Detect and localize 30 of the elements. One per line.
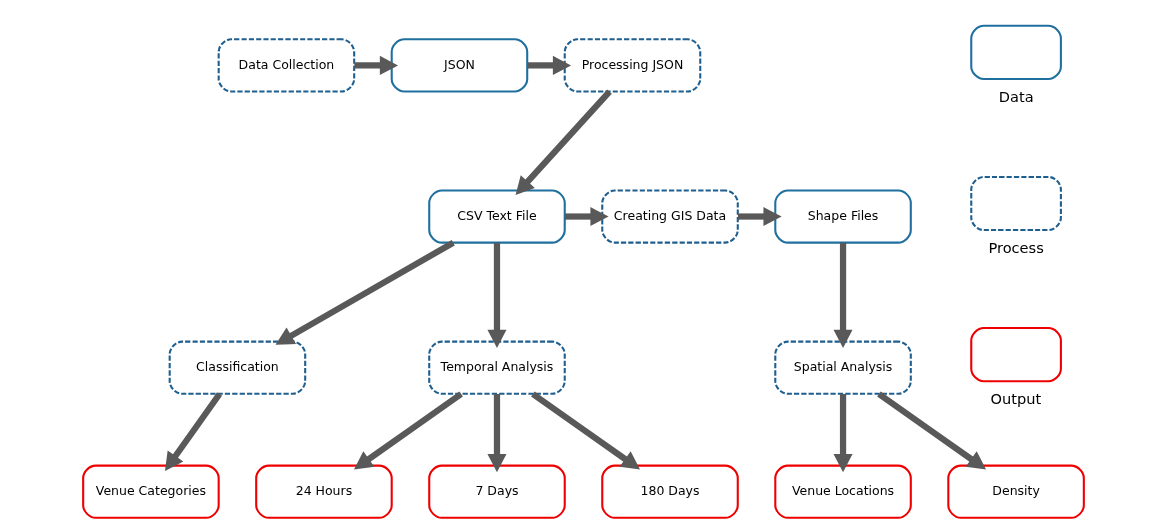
node-box: Classification — [168, 340, 306, 395]
arrow — [486, 242, 507, 348]
arrow — [515, 89, 612, 196]
arrow — [526, 55, 571, 75]
node-box: Shape Files — [773, 189, 912, 244]
arrow — [353, 391, 463, 470]
legend-label: Data — [998, 88, 1034, 106]
arrow — [530, 391, 640, 470]
node-box: 7 Days — [427, 464, 566, 519]
node-box: CSV Text File — [427, 189, 566, 244]
legend-label: Output — [990, 390, 1041, 408]
arrow — [164, 392, 222, 471]
node-box: Temporal Analysis — [427, 340, 566, 395]
node-box: Creating GIS Data — [600, 189, 739, 244]
arrow — [353, 55, 398, 75]
arrow — [737, 206, 782, 227]
legend-label: Process — [987, 239, 1044, 257]
arrow — [564, 206, 609, 227]
node-box: Venue Categories — [81, 464, 220, 519]
node-box: Spatial Analysis — [773, 340, 912, 395]
arrow — [833, 242, 853, 348]
arrow — [275, 240, 455, 345]
node-box: Density — [946, 464, 1085, 519]
arrow — [876, 391, 986, 470]
node-box: Data Collection — [217, 38, 355, 93]
node-box: 24 Hours — [254, 464, 393, 519]
node-box: Processing JSON — [563, 38, 701, 93]
node-box: Venue Locations — [773, 464, 912, 519]
node-box: JSON — [390, 38, 528, 93]
node-box: 180 Days — [600, 464, 739, 519]
